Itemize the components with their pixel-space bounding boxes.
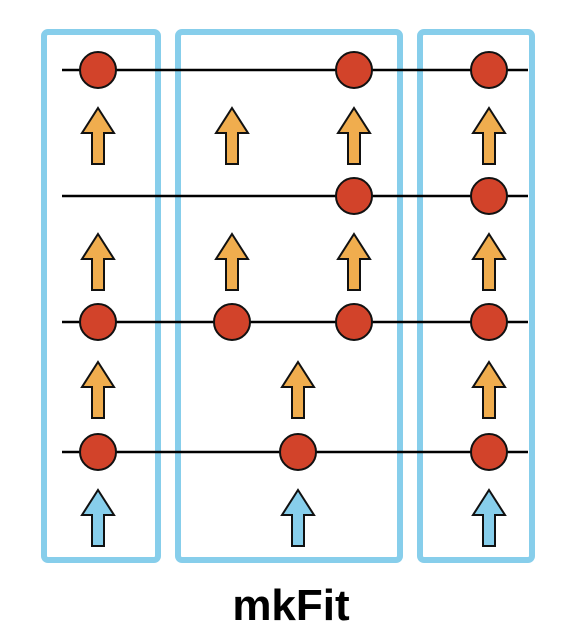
up-arrow-icon (336, 106, 372, 165)
detector-layers (62, 68, 528, 454)
up-arrow-icon (80, 106, 116, 165)
hit-circle-icon (213, 303, 251, 341)
hit-circle-icon (470, 51, 508, 89)
hits (79, 51, 508, 471)
hit-circle-icon (279, 433, 317, 471)
seed-up-arrow-icon (80, 488, 116, 547)
seed-up-arrow-icon (471, 488, 507, 547)
up-arrow-icon (471, 232, 507, 291)
up-arrow-icon (336, 232, 372, 291)
hit-circle-icon (335, 303, 373, 341)
hit-circle-icon (470, 303, 508, 341)
propagation-arrows (80, 106, 507, 547)
candidate-box (175, 29, 403, 563)
hit-circle-icon (470, 177, 508, 215)
hit-circle-icon (470, 433, 508, 471)
hit-circle-icon (79, 433, 117, 471)
hit-circle-icon (79, 51, 117, 89)
candidate-box (41, 29, 161, 563)
hit-circle-icon (79, 303, 117, 341)
mkfit-diagram (41, 29, 535, 563)
hit-circle-icon (335, 51, 373, 89)
seed-up-arrow-icon (280, 488, 316, 547)
hit-circle-icon (335, 177, 373, 215)
candidate-box (417, 29, 535, 563)
up-arrow-icon (214, 232, 250, 291)
up-arrow-icon (80, 232, 116, 291)
diagram-caption: mkFit (232, 581, 350, 630)
up-arrow-icon (471, 360, 507, 419)
up-arrow-icon (280, 360, 316, 419)
track-candidate-groups (41, 29, 535, 563)
up-arrow-icon (471, 106, 507, 165)
up-arrow-icon (80, 360, 116, 419)
up-arrow-icon (214, 106, 250, 165)
